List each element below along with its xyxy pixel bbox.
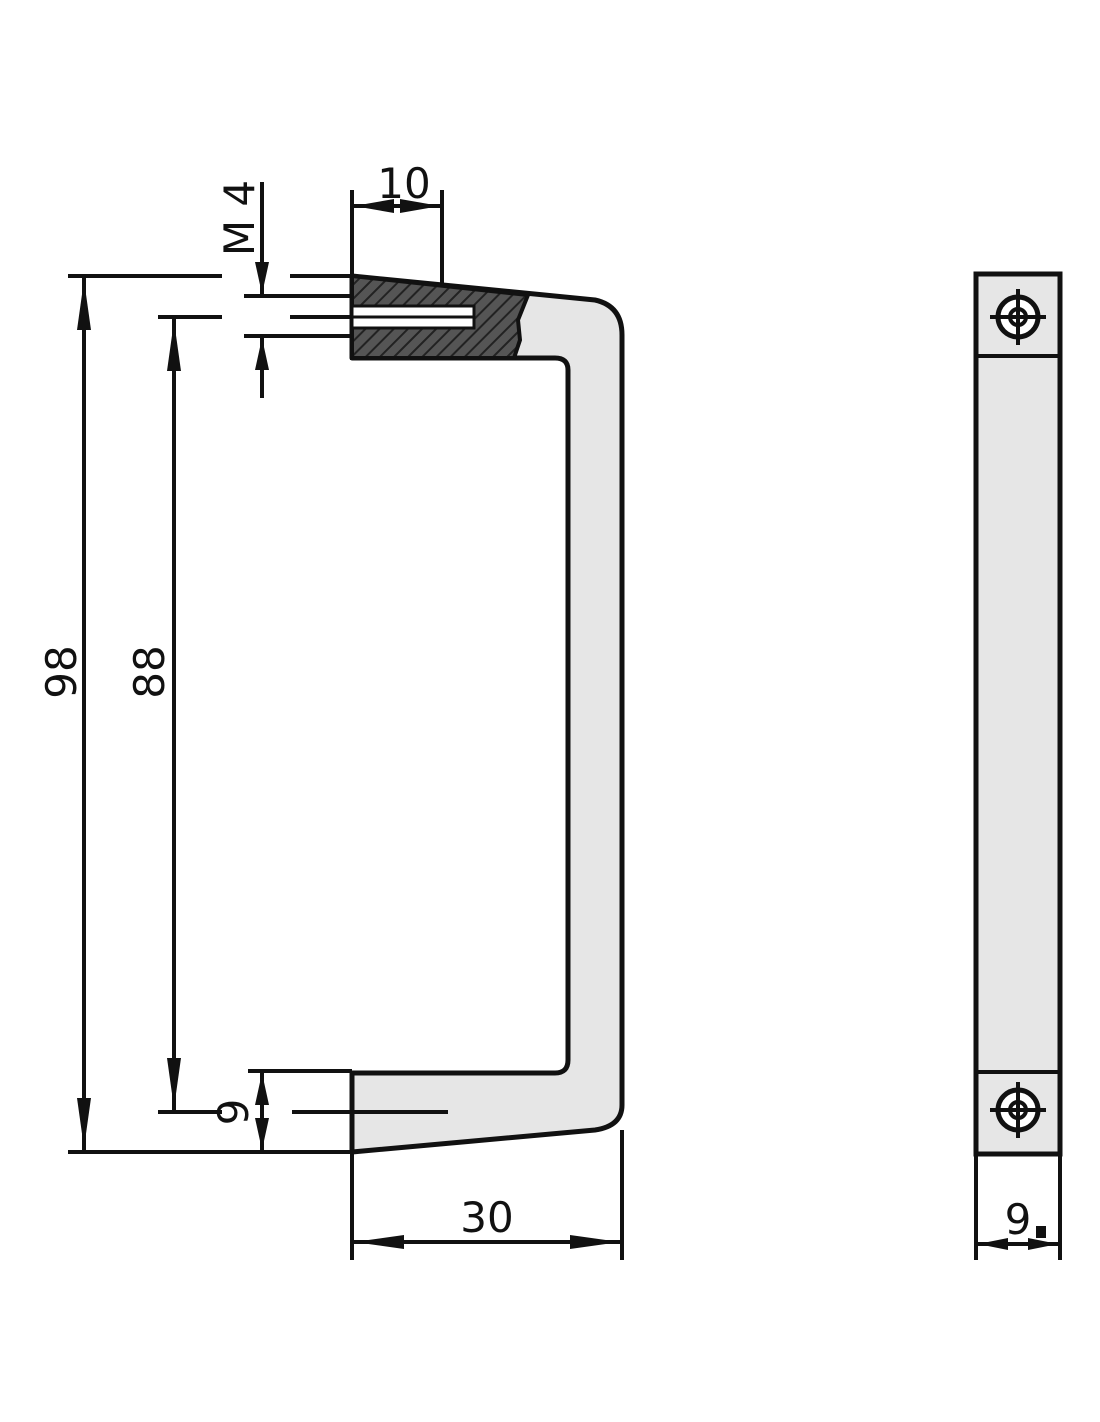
dim-thickness-label: 9 [1005, 1195, 1032, 1244]
side-body [973, 271, 1063, 1157]
arrow-head [167, 321, 181, 371]
dim-depth-label: 30 [460, 1193, 513, 1242]
arrow-head [255, 1073, 269, 1105]
arrow-head [255, 262, 269, 294]
dim-leg-height-label: 9 [209, 1099, 258, 1126]
handle-body [349, 273, 625, 1155]
arrow-head [978, 1238, 1008, 1250]
side-view: 9 [973, 271, 1063, 1260]
dim-overall-height-label: 98 [37, 645, 86, 698]
arrow-head [1028, 1238, 1058, 1250]
dim-thread-label: M 4 [215, 180, 264, 256]
mounting-hole-icon [990, 1082, 1046, 1138]
arrow-head [77, 1098, 91, 1148]
arrow-head [255, 1118, 269, 1150]
arrow-head [570, 1235, 620, 1249]
dim-hole-spacing-label: 88 [125, 645, 174, 698]
arrow-head [255, 338, 269, 370]
mounting-hole-icon [990, 289, 1046, 345]
arrow-head [77, 280, 91, 330]
arrow-head [400, 199, 440, 213]
arrow-head [354, 1235, 404, 1249]
dim-thread-depth-label: 10 [377, 159, 430, 208]
dim-tick [1036, 1226, 1046, 1238]
arrow-head [354, 199, 394, 213]
arrow-head [167, 1058, 181, 1108]
front-view: 98 88 M 4 10 9 30 [37, 159, 625, 1260]
